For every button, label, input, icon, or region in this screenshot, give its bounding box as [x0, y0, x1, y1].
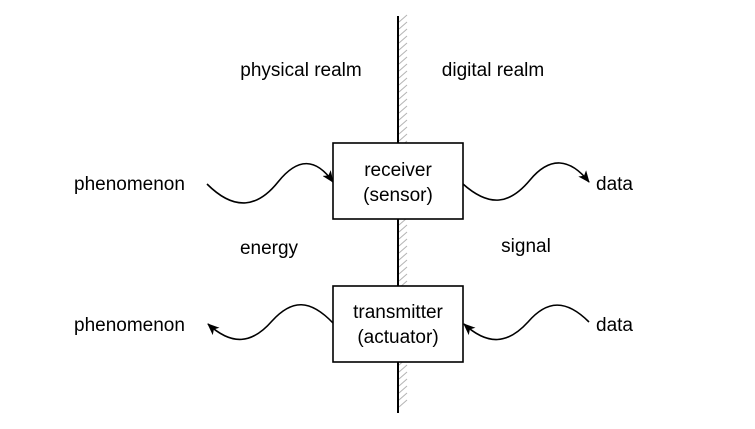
data-input-label: data: [596, 315, 633, 336]
physical-realm-label: physical realm: [240, 60, 361, 81]
receiver-label: receiver: [364, 160, 432, 181]
hatch-stroke: [398, 91, 408, 100]
hatch-stroke: [398, 378, 408, 387]
hatch-stroke: [398, 42, 408, 51]
hatch-stroke: [398, 14, 408, 23]
hatch-stroke: [398, 364, 408, 373]
hatch-stroke: [398, 399, 408, 408]
hatch-stroke: [398, 231, 408, 240]
transmitter-label: transmitter: [353, 302, 443, 323]
hatch-stroke: [398, 371, 408, 380]
hatch-stroke: [398, 98, 408, 107]
hatch-stroke: [398, 259, 408, 268]
hatch-stroke: [398, 63, 408, 72]
signal-label: signal: [501, 236, 551, 257]
hatch-stroke: [398, 126, 408, 135]
hatch-stroke: [398, 266, 408, 275]
hatch-stroke: [398, 56, 408, 65]
receiver-to-data-arrow: [462, 162, 590, 201]
sensor-label: (sensor): [363, 185, 433, 206]
hatch-stroke: [398, 273, 408, 282]
hatch-stroke: [398, 70, 408, 79]
actuator-label: (actuator): [357, 327, 438, 348]
energy-label: energy: [240, 238, 299, 259]
hatch-stroke: [398, 77, 408, 86]
hatch-stroke: [398, 133, 408, 142]
hatch-stroke: [398, 392, 408, 401]
hatch-stroke: [398, 28, 408, 37]
hatch-stroke: [398, 112, 408, 121]
hatch-stroke: [398, 21, 408, 30]
hatch-stroke: [398, 49, 408, 58]
phenomenon-input-label: phenomenon: [74, 174, 185, 195]
hatch-stroke: [398, 84, 408, 93]
digital-realm-label: digital realm: [442, 60, 544, 81]
data-output-label: data: [596, 174, 633, 195]
hatch-stroke: [398, 252, 408, 261]
phenomenon-to-receiver-arrow: [206, 163, 334, 204]
hatch-stroke: [398, 119, 408, 128]
phenomenon-output-label: phenomenon: [74, 315, 185, 336]
hatch-stroke: [398, 224, 408, 233]
receiver-sensor-box: [332, 142, 464, 220]
hatch-stroke: [398, 245, 408, 254]
hatch-stroke: [398, 35, 408, 44]
transmitter-to-phenomenon-arrow: [207, 304, 334, 341]
hatch-stroke: [398, 238, 408, 247]
hatch-stroke: [398, 385, 408, 394]
data-to-transmitter-arrow: [463, 304, 590, 341]
transmitter-actuator-box: [332, 285, 464, 363]
hatch-stroke: [398, 105, 408, 114]
